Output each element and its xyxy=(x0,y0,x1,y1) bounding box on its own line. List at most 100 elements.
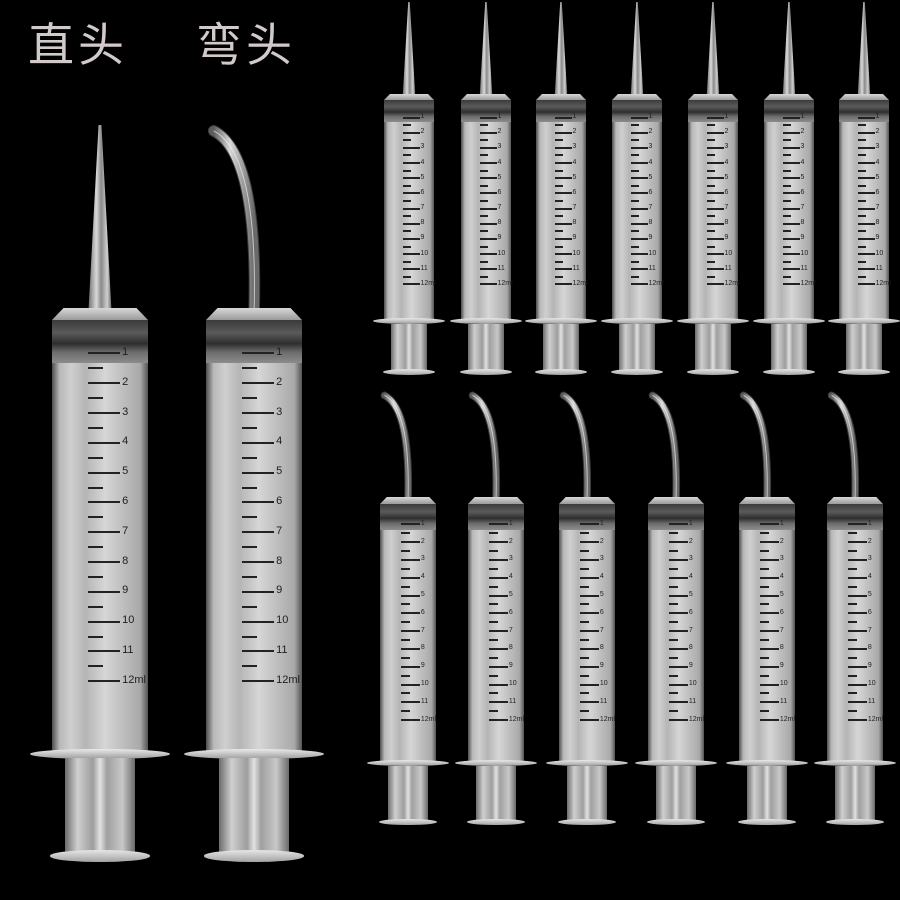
graduation-label: 11 xyxy=(800,264,808,272)
minor-tick xyxy=(783,169,791,172)
graduation-label: 10 xyxy=(648,249,657,257)
major-tick xyxy=(489,647,508,650)
minor-tick xyxy=(760,710,769,713)
graduation-label: 3 xyxy=(867,555,872,563)
graduation-label: 12ml xyxy=(420,715,437,723)
major-tick xyxy=(858,146,875,149)
minor-tick xyxy=(88,635,103,638)
nozzle-hub xyxy=(206,308,302,320)
plunger-rod xyxy=(655,765,697,822)
plunger-rod xyxy=(619,323,655,372)
major-tick xyxy=(858,207,875,210)
major-tick xyxy=(555,222,572,225)
major-tick xyxy=(403,253,420,256)
major-tick xyxy=(88,501,121,504)
major-tick xyxy=(480,253,497,256)
minor-tick xyxy=(555,154,563,157)
graduation-label: 1 xyxy=(572,113,577,120)
rubber-stopper xyxy=(827,504,883,530)
graduation-label: 7 xyxy=(648,204,653,212)
major-tick xyxy=(848,576,867,579)
graduation-label: 6 xyxy=(688,608,693,616)
major-tick xyxy=(242,412,275,415)
major-tick xyxy=(631,192,648,195)
graduation-label: 9 xyxy=(648,234,653,242)
major-tick xyxy=(783,222,800,225)
graduation-label: 1 xyxy=(688,519,693,527)
major-tick xyxy=(760,665,779,668)
major-tick xyxy=(580,719,599,722)
major-tick xyxy=(580,683,599,686)
minor-tick xyxy=(669,585,678,588)
nozzle-hub xyxy=(384,94,434,100)
graduation-label: 1 xyxy=(420,519,425,527)
major-tick xyxy=(401,594,420,597)
plunger-rod xyxy=(695,323,731,372)
major-tick xyxy=(783,207,800,210)
graduation-label: 5 xyxy=(122,465,129,478)
bent-nozzle-icon xyxy=(468,391,501,506)
minor-tick xyxy=(555,275,563,278)
graduation-label: 9 xyxy=(508,662,513,670)
major-tick xyxy=(88,531,121,534)
minor-tick xyxy=(783,139,791,142)
graduation-label: 2 xyxy=(508,537,513,545)
major-tick xyxy=(88,471,121,474)
major-tick xyxy=(707,268,724,271)
graduation-label: 7 xyxy=(724,204,729,212)
graduation-label: 7 xyxy=(122,524,129,537)
graduation-label: 1 xyxy=(276,345,283,358)
plunger-thumb-rest xyxy=(378,818,438,826)
major-tick xyxy=(580,647,599,650)
minor-tick xyxy=(489,692,498,695)
major-tick xyxy=(489,683,508,686)
plunger-thumb-rest xyxy=(610,369,664,375)
minor-tick xyxy=(580,532,589,535)
graduation-label: 11 xyxy=(724,264,732,272)
graduation-label: 8 xyxy=(648,219,653,227)
major-tick xyxy=(707,162,724,165)
minor-tick xyxy=(555,169,563,172)
major-tick xyxy=(848,541,867,544)
graduation-label: 10 xyxy=(688,680,697,688)
major-tick xyxy=(783,162,800,165)
graduation-label: 10 xyxy=(122,614,135,627)
graduation-label: 12ml xyxy=(572,279,588,287)
graduation-label: 8 xyxy=(276,554,283,567)
graduation-label: 5 xyxy=(420,173,425,181)
major-tick xyxy=(631,116,648,119)
plunger-rod xyxy=(746,765,788,822)
graduation-label: 11 xyxy=(875,264,883,272)
graduation-label: 10 xyxy=(508,680,517,688)
graduation-label: 4 xyxy=(648,158,653,166)
graduation-label: 1 xyxy=(122,345,129,358)
major-tick xyxy=(848,719,867,722)
major-tick xyxy=(88,352,121,355)
bent-nozzle-icon xyxy=(559,391,592,506)
graduation-label: 11 xyxy=(572,264,580,272)
minor-tick xyxy=(242,456,257,459)
minor-tick xyxy=(760,585,769,588)
graduation-label: 6 xyxy=(497,188,502,196)
major-tick xyxy=(858,237,875,240)
graduation-label: 11 xyxy=(599,697,608,705)
graduation-label: 8 xyxy=(875,219,880,227)
bent-nozzle-icon xyxy=(739,391,772,506)
plunger-rod xyxy=(391,323,427,372)
graduation-label: 5 xyxy=(508,591,513,599)
graduation-label: 8 xyxy=(497,219,502,227)
minor-tick xyxy=(489,567,498,570)
graduation-label: 1 xyxy=(779,519,784,527)
minor-tick xyxy=(783,215,791,218)
major-tick xyxy=(555,192,572,195)
major-tick xyxy=(669,647,688,650)
